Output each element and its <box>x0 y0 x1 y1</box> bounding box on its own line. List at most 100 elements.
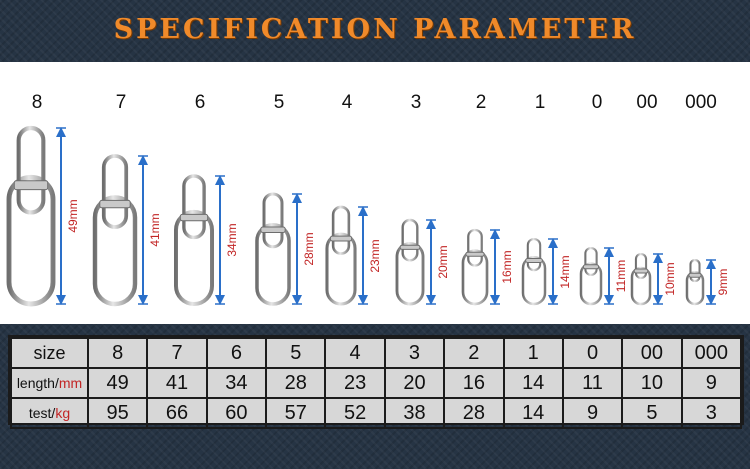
test-header: test/kg <box>10 397 89 429</box>
length-cell: 34 <box>205 367 268 399</box>
snap-clip-outer-loop <box>685 271 705 306</box>
length-cell: 28 <box>265 367 327 399</box>
test-cell: 3 <box>680 397 743 429</box>
snap-clip-outer-loop <box>521 255 547 306</box>
test-cell: 38 <box>383 397 446 429</box>
dimension-label: 34mm <box>225 223 239 257</box>
snap-clip-inner-loop <box>182 174 206 240</box>
dimension-label: 14mm <box>558 254 572 289</box>
page-title: SPECIFICATION PARAMETER <box>113 14 637 45</box>
size-cell: 5 <box>265 337 327 369</box>
test-cell: 14 <box>502 397 564 429</box>
snap-clip-outer-loop <box>630 266 652 306</box>
length-cell: 20 <box>383 367 446 399</box>
size-label: 8 <box>31 92 43 113</box>
dimension-label: 16mm <box>500 250 514 284</box>
snap-clip-latch <box>465 251 485 257</box>
snap-clip-inner-loop <box>331 205 351 255</box>
snap-clip-inner-loop <box>689 258 701 283</box>
size-label: 6 <box>194 92 206 113</box>
table-row-test: test/kg 95 66 60 57 52 38 28 14 9 5 3 <box>10 397 743 429</box>
length-cell: 23 <box>324 367 386 399</box>
snap-clip-inner-loop <box>16 125 46 215</box>
length-header-label: length/ <box>16 375 59 391</box>
size-cell: 8 <box>86 337 149 369</box>
snap-clip-outer-loop <box>174 209 214 306</box>
dimension-label: 49mm <box>66 199 80 233</box>
length-cell: 10 <box>621 367 683 399</box>
dimension-label: 10mm <box>663 262 677 296</box>
size-cell: 1 <box>502 337 564 369</box>
snap-clip-latch <box>13 180 49 191</box>
snap-clip-inner-loop <box>101 154 129 229</box>
test-unit: kg <box>55 405 71 421</box>
snap-clip-outer-loop <box>325 232 357 306</box>
test-cell: 52 <box>324 397 386 429</box>
snap-clip-outer-loop <box>461 249 489 306</box>
length-cell: 41 <box>146 367 208 399</box>
snap-clip-latch <box>688 272 702 278</box>
length-cell: 9 <box>680 367 743 399</box>
snap-clip-latch <box>633 268 649 274</box>
snap-clip-latch <box>329 235 353 242</box>
dimension-label: 20mm <box>436 245 450 279</box>
snap-clip-inner-loop <box>526 237 542 272</box>
length-cell: 16 <box>443 367 505 399</box>
test-cell: 57 <box>265 397 327 429</box>
spec-table: size 8 7 6 5 4 3 2 1 0 00 000 length/mm … <box>8 335 744 429</box>
snap-clip-inner-loop <box>634 252 648 280</box>
snap-clip-inner-loop <box>401 218 419 262</box>
test-cell: 28 <box>443 397 505 429</box>
size-cell: 00 <box>621 337 683 369</box>
snap-clip-latch <box>179 213 209 222</box>
size-cell: 2 <box>443 337 505 369</box>
snap-clip-outer-loop <box>92 195 138 307</box>
size-label: 2 <box>475 92 487 113</box>
size-label: 000 <box>685 92 717 113</box>
test-cell: 60 <box>205 397 268 429</box>
size-cell: 7 <box>146 337 208 369</box>
size-label: 5 <box>273 92 285 113</box>
size-label: 7 <box>115 92 127 113</box>
size-cell: 000 <box>680 337 743 369</box>
test-cell: 5 <box>621 397 683 429</box>
length-cell: 49 <box>86 367 149 399</box>
test-cell: 95 <box>86 397 149 429</box>
length-cell: 11 <box>561 367 624 399</box>
dimension-label: 23mm <box>368 238 382 273</box>
snap-clip-inner-loop <box>262 192 284 249</box>
snap-clip-latch <box>399 244 421 250</box>
size-label: 1 <box>534 92 546 113</box>
snap-clip-inner-loop <box>584 246 598 276</box>
length-cell: 14 <box>502 367 564 399</box>
snap-clip-latch <box>99 199 131 209</box>
dimension-label: 11mm <box>614 259 628 293</box>
length-header: length/mm <box>10 367 89 399</box>
size-label: 0 <box>591 92 603 113</box>
length-unit: mm <box>58 375 83 391</box>
snap-clip-illustrations <box>6 125 716 307</box>
snap-clip-latch <box>525 258 543 263</box>
size-label: 4 <box>341 92 353 113</box>
snap-clip-latch <box>582 264 600 270</box>
snap-clip-outer-loop <box>395 242 425 306</box>
size-cell: 0 <box>561 337 624 369</box>
table-row-length: length/mm 49 41 34 28 23 20 16 14 11 10 … <box>10 367 743 399</box>
dimension-label: 9mm <box>716 268 730 296</box>
size-cell: 6 <box>205 337 268 369</box>
size-header: size <box>10 337 89 369</box>
dimension-label: 28mm <box>302 232 316 266</box>
size-cell: 4 <box>324 337 386 369</box>
snap-clip-inner-loop <box>467 228 483 267</box>
dimension-label: 41mm <box>148 213 162 247</box>
test-header-label: test/ <box>28 405 56 421</box>
size-label: 00 <box>636 92 658 113</box>
snap-clip-outer-loop <box>255 223 291 306</box>
test-cell: 66 <box>146 397 208 429</box>
table-row-size: size 8 7 6 5 4 3 2 1 0 00 000 <box>10 337 743 369</box>
size-cell: 3 <box>383 337 446 369</box>
snap-clip-outer-loop <box>6 174 56 307</box>
snap-clip-latch <box>260 226 286 233</box>
snap-clip-outer-loop <box>579 262 603 306</box>
